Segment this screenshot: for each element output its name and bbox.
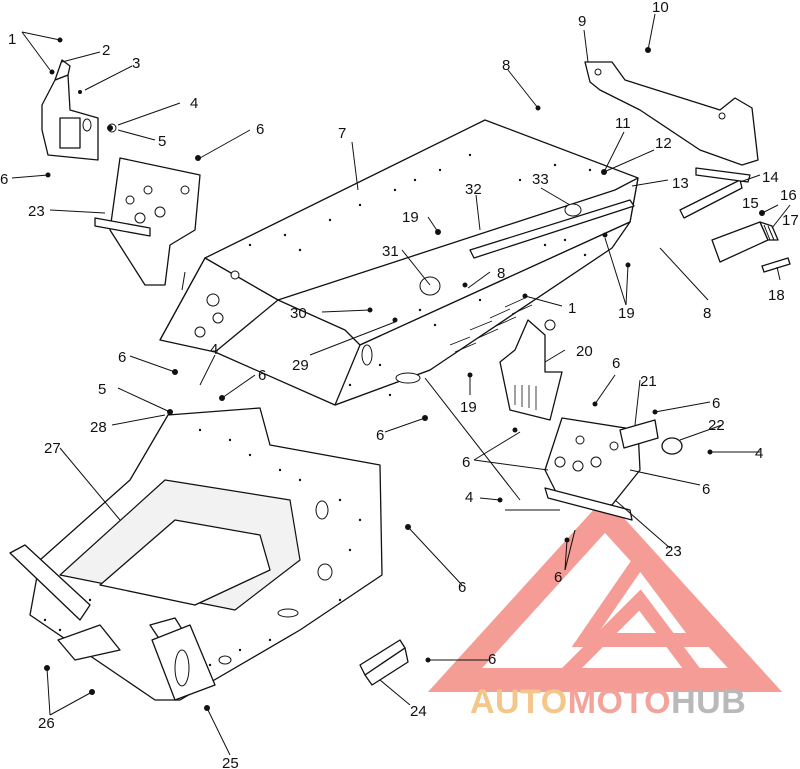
washer-part-22 xyxy=(661,437,683,455)
bumper-pad-part-16 xyxy=(711,221,779,263)
callout-13: 13 xyxy=(672,175,689,192)
watermark-hub: HUB xyxy=(671,683,747,721)
callout-19: 19 xyxy=(460,399,477,416)
footrest-bracket-part-23-right xyxy=(544,417,641,521)
callout-4: 4 xyxy=(190,95,198,112)
callout-29: 29 xyxy=(292,357,309,374)
footrest-bracket-part-23-left xyxy=(94,157,201,286)
callout-25: 25 xyxy=(222,755,239,769)
callout-6: 6 xyxy=(258,367,266,384)
callout-9: 9 xyxy=(578,13,586,30)
callout-23: 23 xyxy=(665,543,682,560)
side-panel-part-9 xyxy=(584,61,759,166)
callout-11: 11 xyxy=(615,115,631,132)
callout-28: 28 xyxy=(90,419,107,436)
callout-4: 4 xyxy=(210,341,218,358)
callout-16: 16 xyxy=(780,187,797,204)
callout-14: 14 xyxy=(762,169,779,186)
bracket-part-24 xyxy=(359,639,409,686)
support-bracket-part-14 xyxy=(679,167,751,219)
callout-6: 6 xyxy=(256,121,264,138)
callout-24: 24 xyxy=(410,703,427,720)
callout-6: 6 xyxy=(712,395,720,412)
bracket-assembly-top-left xyxy=(41,37,117,178)
callout-6: 6 xyxy=(458,579,466,596)
callout-6: 6 xyxy=(612,355,620,372)
leader-lines xyxy=(11,13,791,756)
callout-1: 1 xyxy=(568,300,576,317)
callout-19: 19 xyxy=(402,209,419,226)
callout-8: 8 xyxy=(502,57,510,74)
callout-20: 20 xyxy=(576,343,593,360)
callout-26: 26 xyxy=(38,715,55,732)
callout-33: 33 xyxy=(532,171,549,188)
callout-3: 3 xyxy=(132,55,140,72)
callout-6: 6 xyxy=(0,171,8,188)
callout-5: 5 xyxy=(98,381,106,398)
main-frame-part-7 xyxy=(159,119,639,406)
callout-1: 1 xyxy=(8,31,16,48)
callout-6: 6 xyxy=(118,349,126,366)
callout-15: 15 xyxy=(742,195,759,212)
callout-30: 30 xyxy=(290,305,307,322)
callout-6: 6 xyxy=(376,427,384,444)
callout-32: 32 xyxy=(465,181,482,198)
callout-10: 10 xyxy=(652,0,669,16)
callout-17: 17 xyxy=(782,212,799,229)
callout-8: 8 xyxy=(703,305,711,322)
callout-4: 4 xyxy=(755,445,763,462)
callout-6: 6 xyxy=(702,481,710,498)
callout-31: 31 xyxy=(382,243,399,260)
bracket-part-20 xyxy=(499,319,563,421)
watermark-text: AUTOMOTOHUB xyxy=(470,683,800,733)
callout-6: 6 xyxy=(554,569,562,586)
callout-12: 12 xyxy=(655,135,672,152)
callout-5: 5 xyxy=(158,133,166,150)
callout-18: 18 xyxy=(768,287,785,304)
callout-8: 8 xyxy=(497,265,505,282)
callout-22: 22 xyxy=(708,417,725,434)
callout-7: 7 xyxy=(338,125,346,142)
watermark-auto: AUTO xyxy=(470,683,568,721)
watermark-moto: MOTO xyxy=(567,683,672,721)
callout-6: 6 xyxy=(488,651,496,668)
callout-4: 4 xyxy=(465,489,473,506)
callout-2: 2 xyxy=(102,42,110,59)
callout-27: 27 xyxy=(44,440,61,457)
callout-21: 21 xyxy=(640,373,657,390)
watermark-logo-icon xyxy=(427,497,783,692)
lower-tunnel-part-27 xyxy=(9,407,383,701)
callout-23: 23 xyxy=(28,203,45,220)
callout-6: 6 xyxy=(462,454,470,471)
plate-part-18 xyxy=(761,257,791,273)
callout-19: 19 xyxy=(618,305,635,322)
spacer-part-21 xyxy=(619,419,659,449)
